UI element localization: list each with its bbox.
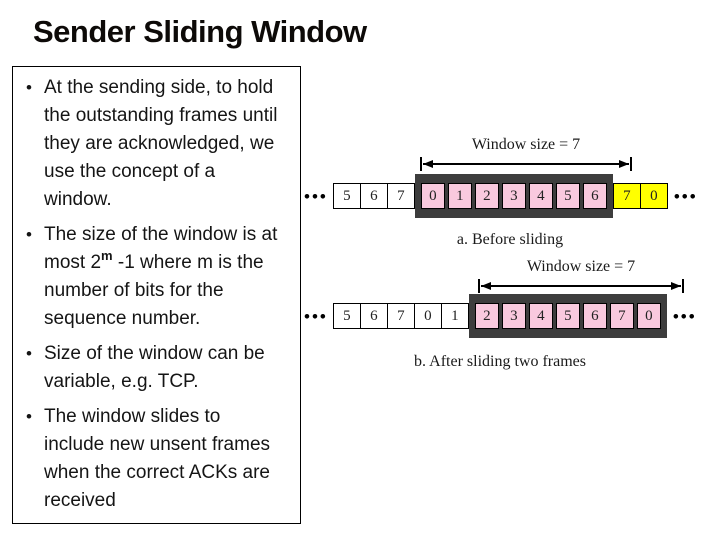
frame-cell-inwin: 0	[636, 303, 661, 329]
diagram-caption: b. After sliding two frames	[414, 353, 586, 370]
window-size-arrow	[478, 279, 684, 293]
arrow-endbar-right	[630, 157, 632, 171]
frame-cell-inwin: 3	[501, 183, 526, 209]
bullet-item: • The size of the window is at most 2m -…	[23, 221, 294, 333]
slide-title: Sender Sliding Window	[33, 14, 367, 49]
frame-cell-inwin: 2	[474, 183, 499, 209]
text-panel: • At the sending side, to hold the outst…	[12, 66, 301, 524]
bullet-text: Size of the window can be variable, e.g.…	[44, 343, 265, 392]
frame-cell-next: 7	[612, 183, 641, 209]
arrow-line	[481, 285, 681, 287]
arrow-endbar-right	[682, 279, 684, 293]
frame-cell-outside: 0	[413, 303, 442, 329]
frame-cell-outside: 5	[332, 303, 361, 329]
frame-cell-inwin: 2	[474, 303, 499, 329]
arrow-head-right	[671, 282, 681, 290]
ellipsis-left: •••	[304, 186, 328, 206]
diagram-caption: a. Before sliding	[456, 231, 564, 248]
superscript-m: m	[101, 247, 113, 263]
frame-cell-outside: 6	[359, 303, 388, 329]
bullet-item: • At the sending side, to hold the outst…	[23, 74, 294, 214]
bullet-marker: •	[26, 344, 32, 363]
bullet-item: • The window slides to include new unsen…	[23, 403, 294, 515]
bullet-list: • At the sending side, to hold the outst…	[13, 67, 300, 515]
frame-cell-inwin: 4	[528, 183, 553, 209]
frame-cell-outside: 5	[332, 183, 361, 209]
window-size-arrow	[420, 157, 632, 171]
bullet-item: • Size of the window can be variable, e.…	[23, 340, 294, 396]
arrow-head-right	[619, 160, 629, 168]
frame-cell-inwin: 4	[528, 303, 553, 329]
bullet-text-pre: The size of the window is at most 2	[44, 224, 278, 273]
frame-cell-inwin: 5	[555, 183, 580, 209]
frame-cell-outside: 7	[386, 183, 415, 209]
ellipsis-right: •••	[673, 186, 698, 206]
bullet-text-post: -1 where m is the number of bits for the…	[44, 252, 264, 329]
frame-cell-inwin: 7	[609, 303, 634, 329]
frame-cell-inwin: 3	[501, 303, 526, 329]
window-size-label: Window size = 7	[526, 258, 636, 275]
frame-cell-inwin: 6	[582, 183, 607, 209]
window-size-label: Window size = 7	[471, 136, 581, 153]
ellipsis-right: •••	[672, 306, 697, 326]
bullet-text: The size of the window is at most 2m -1 …	[44, 224, 277, 329]
frame-cell-next: 0	[639, 183, 668, 209]
frame-cell-outside: 1	[440, 303, 469, 329]
frame-cell-inwin: 6	[582, 303, 607, 329]
bullet-marker: •	[26, 78, 32, 97]
frame-cell-inwin: 0	[420, 183, 445, 209]
frame-cell-outside: 7	[386, 303, 415, 329]
frame-cell-outside: 6	[359, 183, 388, 209]
arrow-line	[423, 163, 629, 165]
bullet-marker: •	[26, 407, 32, 426]
frame-cell-inwin: 5	[555, 303, 580, 329]
bullet-marker: •	[26, 225, 32, 244]
arrow-endbar-left	[478, 279, 480, 293]
ellipsis-left: •••	[304, 306, 328, 326]
frame-cell-inwin: 1	[447, 183, 472, 209]
bullet-text: The window slides to include new unsent …	[44, 406, 271, 511]
bullet-text: At the sending side, to hold the outstan…	[44, 77, 278, 210]
arrow-endbar-left	[420, 157, 422, 171]
